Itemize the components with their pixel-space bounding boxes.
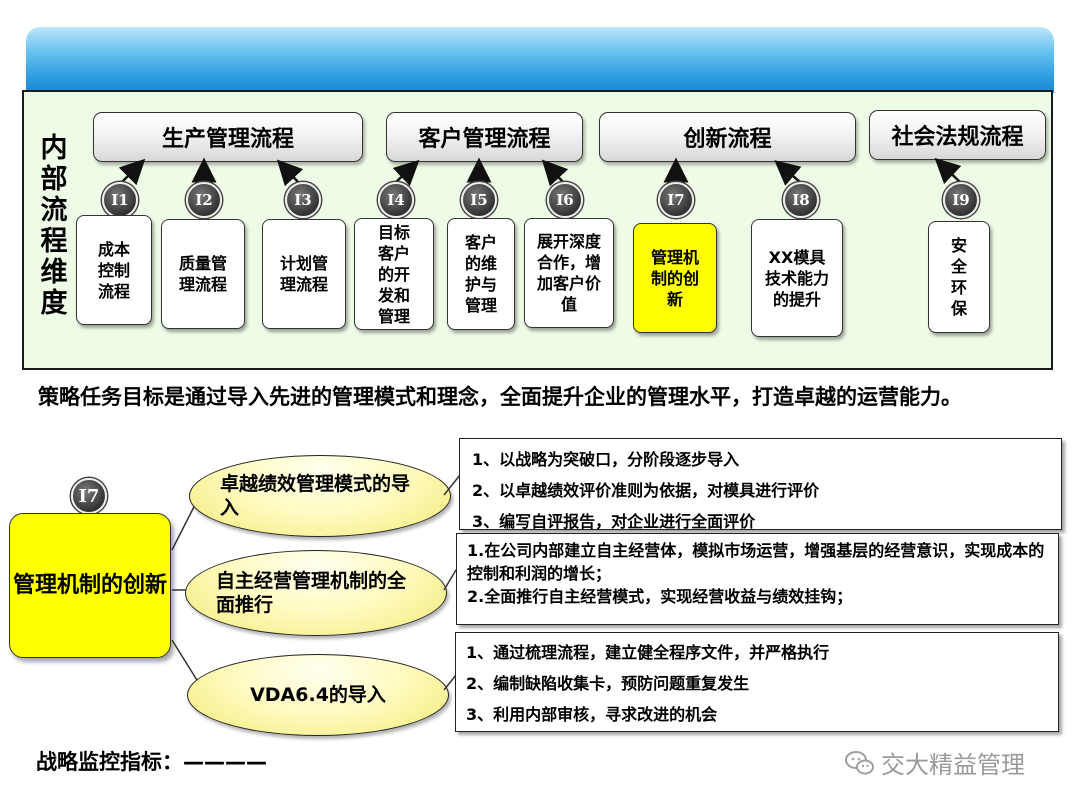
detail-3-line-1: 1、通过梳理流程，建立健全程序文件，并严格执行 bbox=[466, 643, 830, 662]
monitor-label: 战略监控指标：———— bbox=[36, 750, 267, 774]
header-banner bbox=[26, 27, 1054, 93]
initiative-ellipse-3: VDA6.4的导入 bbox=[187, 654, 449, 736]
indicator-box-i5: 客户的维护与管理 bbox=[447, 218, 515, 330]
header-innovation: 创新流程 bbox=[599, 112, 856, 162]
indicator-box-i8: XX模具技术能力的提升 bbox=[751, 219, 843, 337]
detail-box-1: 1、以战略为突破口，分阶段逐步导入 2、以卓越绩效评价准则为依据，对模具进行评价… bbox=[459, 438, 1062, 531]
detail-3-line-2: 2、编制缺陷收集卡，预防问题重复发生 bbox=[466, 674, 750, 693]
initiative-ellipse-1: 卓越绩效管理模式的导入 bbox=[189, 455, 451, 537]
indicator-i1-icon: I1 bbox=[102, 182, 138, 218]
detail-1-line-2: 2、以卓越绩效评价准则为依据，对模具进行评价 bbox=[472, 481, 820, 500]
detail-box-3: 1、通过梳理流程，建立健全程序文件，并严格执行 2、编制缺陷收集卡，预防问题重复… bbox=[455, 632, 1059, 732]
indicator-i4-icon: I4 bbox=[378, 182, 414, 218]
indicator-box-i3: 计划管理流程 bbox=[262, 219, 346, 329]
dimension-label: 内部流程维度 bbox=[40, 133, 68, 319]
header-regulation: 社会法规流程 bbox=[869, 110, 1046, 160]
wechat-icon bbox=[845, 750, 874, 774]
indicator-box-i7: 管理机制的创新 bbox=[633, 223, 717, 333]
indicator-i2-icon: I2 bbox=[186, 182, 222, 218]
indicator-box-i9: 安全环保 bbox=[928, 221, 990, 333]
watermark: 交大精益管理 bbox=[845, 745, 1025, 780]
header-production: 生产管理流程 bbox=[93, 112, 363, 162]
detail-1-line-1: 1、以战略为突破口，分阶段逐步导入 bbox=[472, 450, 740, 469]
focus-i7-icon: I7 bbox=[71, 478, 107, 514]
indicator-i5-icon: I5 bbox=[461, 182, 497, 218]
indicator-box-i1: 成本控制流程 bbox=[76, 215, 152, 325]
indicator-i9-icon: I9 bbox=[943, 182, 979, 218]
detail-box-2: 1.在公司内部建立自主经营体，模拟市场运营，增强基层的经营意识，实现成本的控制和… bbox=[456, 533, 1059, 625]
detail-3-line-3: 3、利用内部审核，寻求改进的机会 bbox=[466, 705, 718, 724]
task-statement: 策略任务目标是通过导入先进的管理模式和理念，全面提升企业的管理水平，打造卓越的运… bbox=[38, 385, 962, 409]
indicator-i8-icon: I8 bbox=[783, 182, 819, 218]
indicator-box-i2: 质量管理流程 bbox=[161, 219, 245, 329]
initiative-connectors bbox=[443, 474, 461, 691]
indicator-i6-icon: I6 bbox=[547, 182, 583, 218]
connector-arrows bbox=[118, 157, 962, 187]
indicator-i7-icon: I7 bbox=[658, 182, 694, 218]
focus-box: 管理机制的创新 bbox=[9, 513, 171, 658]
indicator-i3-icon: I3 bbox=[285, 182, 321, 218]
header-customer: 客户管理流程 bbox=[386, 112, 583, 162]
initiative-ellipse-2: 自主经营管理机制的全面推行 bbox=[185, 550, 447, 636]
indicator-box-i6: 展开深度合作，增加客户价值 bbox=[524, 218, 614, 328]
watermark-text: 交大精益管理 bbox=[881, 751, 1025, 779]
detail-2-line-2: 2.全面推行自主经营模式，实现经营收益与绩效挂钩； bbox=[467, 587, 853, 606]
detail-1-line-3: 3、编写自评报告，对企业进行全面评价 bbox=[472, 512, 756, 531]
indicator-box-i4: 目标客户的开发和管理 bbox=[354, 218, 434, 330]
detail-2-line-1: 1.在公司内部建立自主经营体，模拟市场运营，增强基层的经营意识，实现成本的控制和… bbox=[467, 541, 1045, 583]
